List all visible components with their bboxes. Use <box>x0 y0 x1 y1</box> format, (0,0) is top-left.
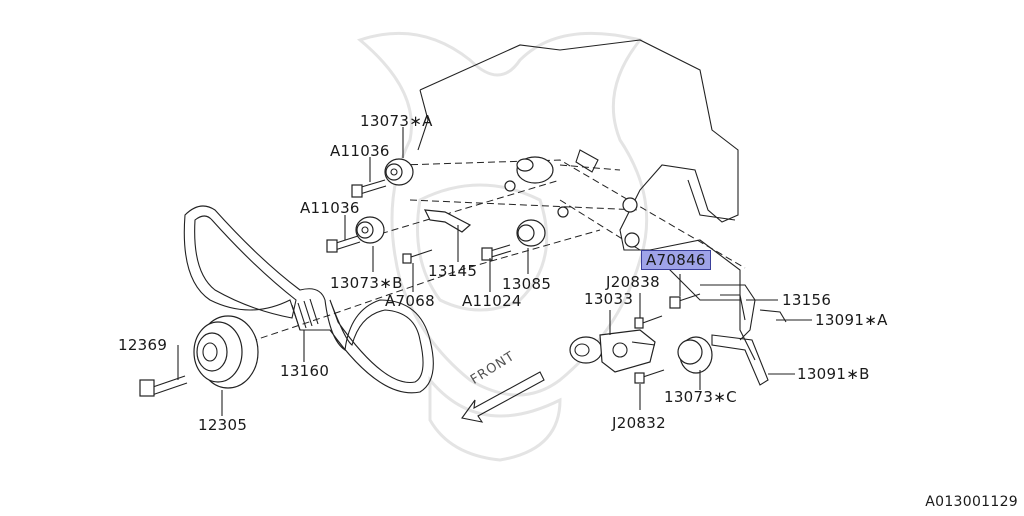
cover-outline-dashed <box>239 159 746 346</box>
callout-13073-a[interactable]: 13073∗A <box>360 112 433 130</box>
callout-13091-b[interactable]: 13091∗B <box>797 365 870 383</box>
idler-pulley-c <box>677 336 713 374</box>
callout-a70846[interactable]: A70846 <box>641 250 711 270</box>
front-arrow-icon <box>461 371 545 423</box>
callout-j20838[interactable]: J20838 <box>606 273 660 291</box>
callout-12305[interactable]: 12305 <box>198 416 248 434</box>
callout-13073-c[interactable]: 13073∗C <box>664 388 737 406</box>
callout-j20832[interactable]: J20832 <box>612 414 666 432</box>
leader-lines <box>177 127 812 416</box>
callout-13091-a[interactable]: 13091∗A <box>815 311 888 329</box>
callout-a11036-lower[interactable]: A11036 <box>300 199 360 217</box>
watermark-emblem <box>356 31 649 462</box>
callout-a11036-upper[interactable]: A11036 <box>330 142 390 160</box>
idler-pulley-b <box>355 216 385 244</box>
idler-pulley-a <box>384 158 414 186</box>
bolts <box>139 179 701 397</box>
timing-belt <box>183 205 434 394</box>
callout-13085[interactable]: 13085 <box>502 275 552 293</box>
callout-a7068[interactable]: A7068 <box>385 292 435 310</box>
engine-block-outline <box>417 39 756 361</box>
callout-a11024[interactable]: A11024 <box>462 292 522 310</box>
callout-12369[interactable]: 12369 <box>118 336 168 354</box>
callout-13160[interactable]: 13160 <box>280 362 330 380</box>
belt-tensioner <box>569 329 656 373</box>
crank-pulley <box>193 315 259 389</box>
idler-pulley-13085 <box>516 219 546 247</box>
cam-sprocket <box>504 149 640 248</box>
callout-13033[interactable]: 13033 <box>584 290 634 308</box>
callout-13156[interactable]: 13156 <box>782 291 832 309</box>
callout-13145[interactable]: 13145 <box>428 262 478 280</box>
belt-guide-13145 <box>423 209 472 233</box>
callout-13073-b[interactable]: 13073∗B <box>330 274 403 292</box>
diagram-id: A013001129 <box>925 494 1018 510</box>
